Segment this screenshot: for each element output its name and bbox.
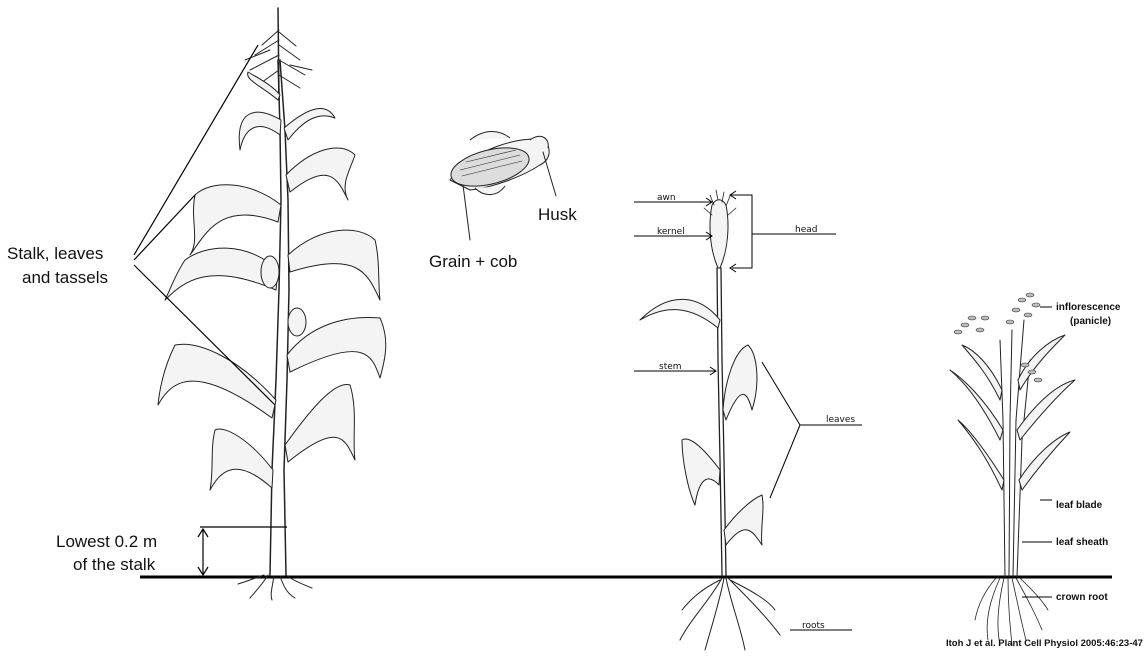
rice-leaf-blade <box>962 345 1002 400</box>
awn-label: awn <box>657 193 676 203</box>
wheat-leaf <box>723 345 757 420</box>
maize-ear-on-stalk <box>288 308 306 336</box>
wheat-callout-lines <box>634 191 862 630</box>
crown-root-label: crown root <box>1056 592 1108 603</box>
maize-ear-on-stalk <box>261 256 279 288</box>
grain-cob-label: Grain + cob <box>429 252 517 271</box>
leaves-label: leaves <box>826 415 855 425</box>
maize-leaf <box>285 384 355 462</box>
maize-ear-detail: Husk Grain + cob <box>429 132 577 272</box>
stem-label: stem <box>659 362 682 372</box>
maize-leaf <box>286 148 355 200</box>
rice-leaf-blade <box>1018 335 1065 390</box>
rice-plant: inflorescence (panicle) leaf blade leaf … <box>950 293 1121 645</box>
maize-roots <box>238 575 312 600</box>
roots-label: roots <box>802 621 825 631</box>
maize-plant: Stalk, leaves and tassels Lowest 0.2 m o… <box>7 8 386 600</box>
maize-leaf <box>248 72 280 100</box>
maize-leaf <box>239 112 281 150</box>
inflorescence-label-line1: inflorescence <box>1056 302 1121 313</box>
maize-leaf <box>210 429 273 490</box>
wheat-plant: awn kernel head stem leaves roots <box>634 190 862 650</box>
husk-label: Husk <box>538 205 577 224</box>
kernel-label: kernel <box>657 227 685 237</box>
lowest-stalk-label-line1: Lowest 0.2 m <box>56 532 157 551</box>
head-label: head <box>795 225 817 235</box>
maize-leaf <box>158 344 276 418</box>
maize-leaf <box>190 185 281 255</box>
stalk-leaves-label-line1: Stalk, leaves <box>7 244 103 263</box>
wheat-roots <box>680 578 780 650</box>
rice-leaf-blade <box>1017 380 1075 440</box>
maize-leaf <box>284 109 335 140</box>
wheat-leaf <box>640 299 720 328</box>
wheat-head <box>710 200 728 268</box>
maize-leaf <box>288 230 380 300</box>
leaf-sheath-label: leaf sheath <box>1056 537 1108 548</box>
stalk-leaves-label-line2: and tassels <box>22 268 108 287</box>
inflorescence-label-line2: (panicle) <box>1070 316 1111 327</box>
lowest-stalk-label-line2: of the stalk <box>73 555 156 574</box>
rice-leaf-blade <box>1019 432 1070 490</box>
rice-crown-roots <box>975 578 1048 645</box>
lowest-stalk-marker <box>198 527 287 575</box>
leaf-blade-label: leaf blade <box>1056 500 1103 511</box>
wheat-leaf <box>682 439 720 505</box>
maize-tassel <box>245 8 312 100</box>
wheat-leaf <box>724 495 763 545</box>
citation-text: Itoh J et al. Plant Cell Physiol 2005:46… <box>946 638 1143 649</box>
